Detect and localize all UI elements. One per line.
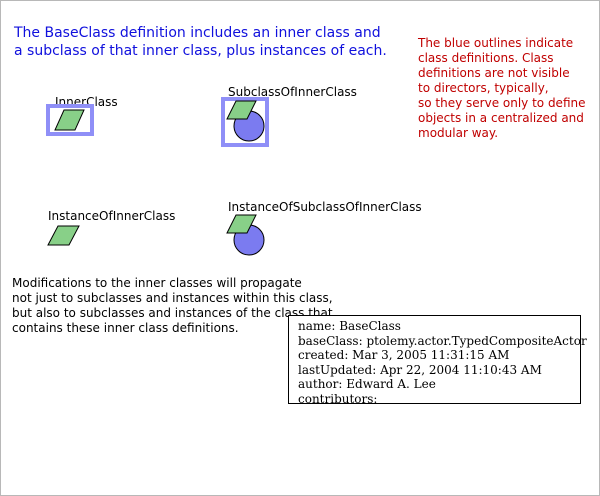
info-created: created: Mar 3, 2005 11:31:15 AM xyxy=(298,348,510,362)
propagation-annotation: Modifications to the inner classes will … xyxy=(12,276,333,335)
info-name: name: BaseClass xyxy=(298,319,401,333)
instance-of-inner-class-label: InstanceOfInnerClass xyxy=(48,209,176,223)
parallelogram-icon xyxy=(54,109,85,131)
class-outline xyxy=(46,104,94,136)
info-author: author: Edward A. Lee xyxy=(298,377,436,391)
title-annotation: The BaseClass definition includes an inn… xyxy=(14,25,387,59)
subclass-of-inner-class-actor[interactable] xyxy=(221,97,269,147)
instance-of-inner-class-actor[interactable] xyxy=(46,225,86,247)
class-outline xyxy=(221,97,269,147)
instance-of-subclass-of-inner-class-label: InstanceOfSubclassOfInnerClass xyxy=(228,200,422,214)
class-outline-note: The blue outlines indicate class definit… xyxy=(418,36,586,140)
parallelogram-icon xyxy=(47,225,80,246)
subclass-of-inner-class-label: SubclassOfInnerClass xyxy=(228,85,357,99)
info-base-class: baseClass: ptolemy.actor.TypedCompositeA… xyxy=(298,333,587,348)
instance-of-subclass-of-inner-class-actor[interactable] xyxy=(224,213,268,257)
documentation-box[interactable]: name: BaseClass baseClass: ptolemy.actor… xyxy=(288,315,587,406)
info-last-updated: lastUpdated: Apr 22, 2004 11:10:43 AM xyxy=(298,362,542,377)
inner-class-actor[interactable] xyxy=(46,104,94,136)
parallelogram-icon xyxy=(226,100,257,120)
info-contributors: contributors: xyxy=(298,391,378,406)
parallelogram-icon xyxy=(226,214,257,234)
